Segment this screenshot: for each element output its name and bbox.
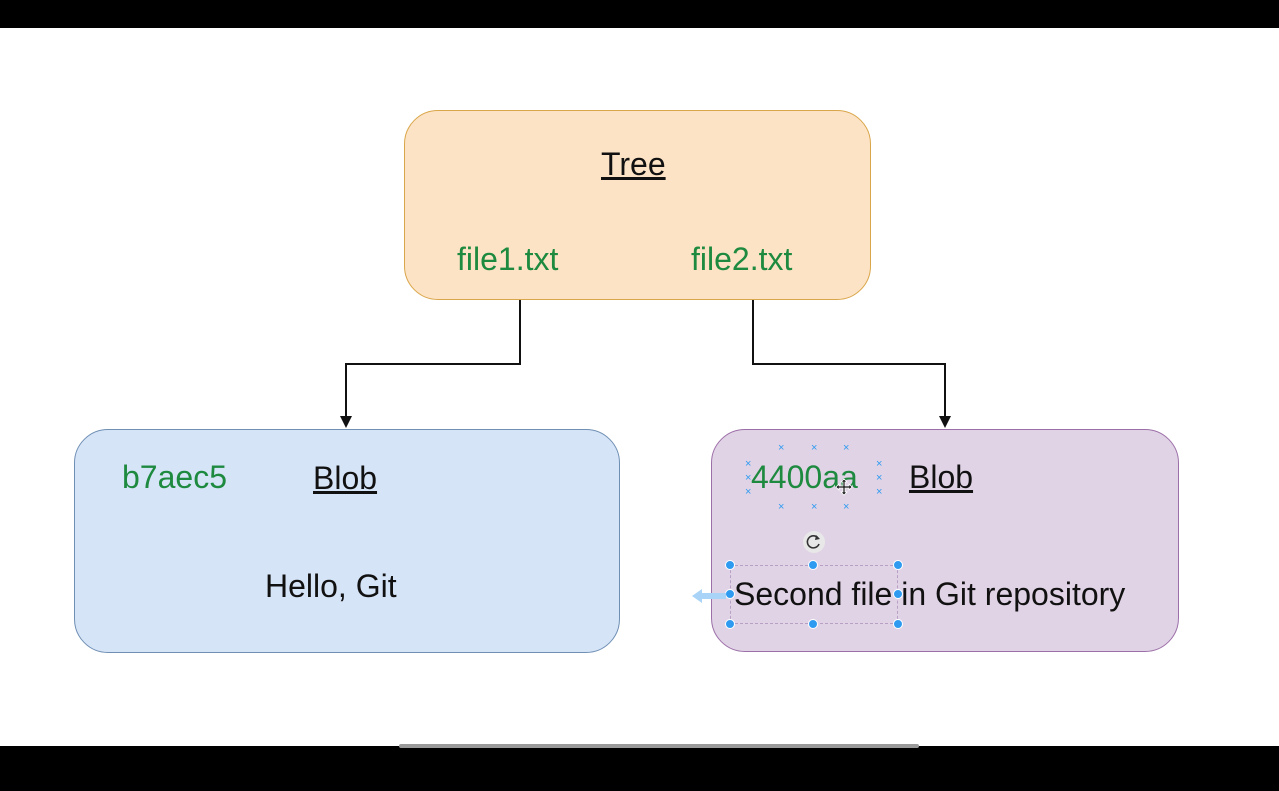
resize-handle-bottom[interactable] [808,619,818,629]
move-cursor-icon [835,478,853,496]
blob-right-content[interactable]: Second file in Git repository [734,576,1126,612]
connection-point-icon[interactable]: × [778,501,785,513]
connection-point-icon[interactable]: × [843,501,850,513]
resize-handle-top-right[interactable] [893,560,903,570]
rotate-handle-icon[interactable] [803,531,825,553]
tree-file1-label[interactable]: file1.txt [457,241,559,277]
blob-right-node[interactable] [711,429,1179,652]
arrowhead-right [939,416,951,428]
tree-node[interactable] [404,110,871,300]
diagram-canvas[interactable]: Tree file1.txt file2.txt b7aec5 Blob Hel… [0,28,1279,746]
connection-point-icon[interactable]: × [745,472,752,484]
resize-handle-bottom-left[interactable] [725,619,735,629]
blob-left-title[interactable]: Blob [313,460,378,496]
tree-title[interactable]: Tree [601,146,666,182]
blob-right-title[interactable]: Blob [909,459,974,495]
horizontal-scrollbar[interactable] [399,744,919,748]
connection-point-icon[interactable]: × [876,486,883,498]
connection-point-icon[interactable]: × [811,501,818,513]
selection-frame[interactable] [730,565,898,624]
connection-point-icon[interactable]: × [745,458,752,470]
resize-handle-top-left[interactable] [725,560,735,570]
connection-point-icon[interactable]: × [876,472,883,484]
resize-handle-top[interactable] [808,560,818,570]
edge-tree-to-blob-left [345,300,521,420]
connection-point-icon[interactable]: × [778,442,785,454]
arrowhead-left [340,416,352,428]
resize-handle-right[interactable] [893,589,903,599]
edge-tree-to-blob-right [752,300,946,420]
blob-left-hash[interactable]: b7aec5 [122,459,227,495]
blob-left-content[interactable]: Hello, Git [265,568,397,604]
connection-point-icon[interactable]: × [745,486,752,498]
connection-point-icon[interactable]: × [843,442,850,454]
connection-arrow-icon[interactable] [692,588,726,604]
resize-handle-left[interactable] [725,589,735,599]
connection-point-icon[interactable]: × [811,442,818,454]
blob-left-node[interactable] [74,429,620,653]
tree-file2-label[interactable]: file2.txt [691,241,793,277]
connection-point-icon[interactable]: × [876,458,883,470]
resize-handle-bottom-right[interactable] [893,619,903,629]
